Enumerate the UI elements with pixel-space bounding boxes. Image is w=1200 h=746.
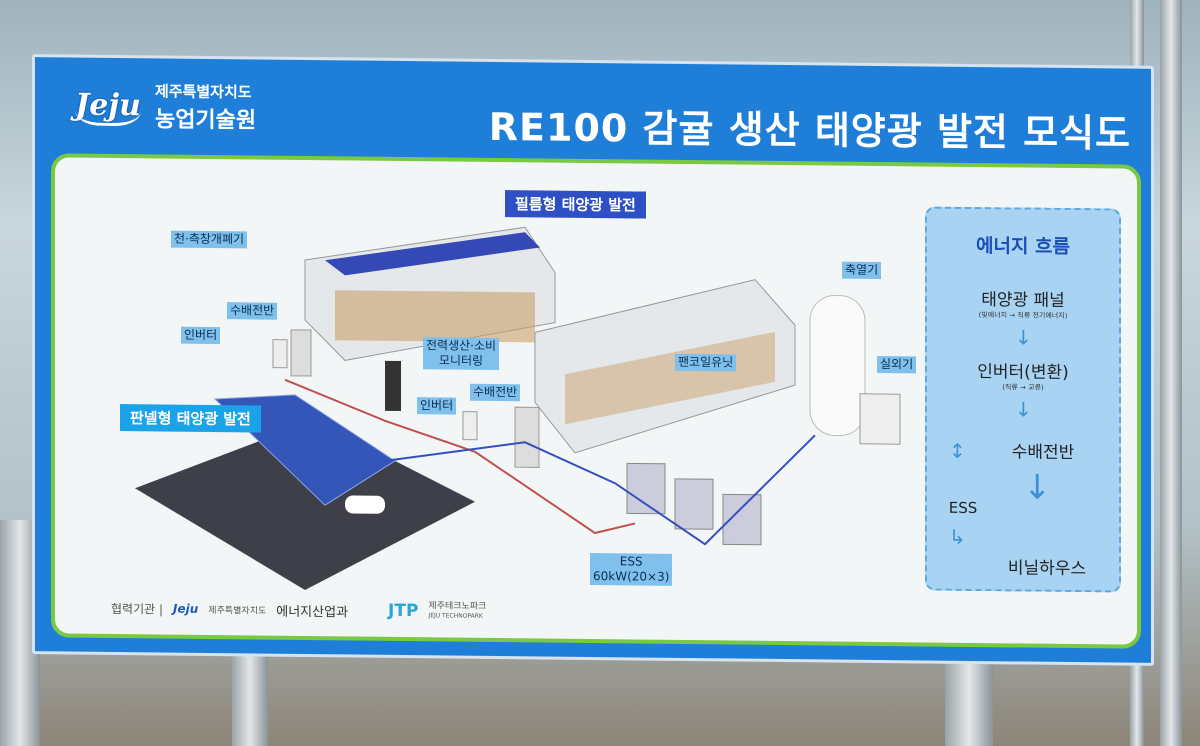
org-logo: Jeju 제주특별자치도 농업기술원 <box>75 80 256 135</box>
inverter-2 <box>462 411 478 441</box>
arrow-bidirectional-icon: ↕ <box>949 438 966 463</box>
partners-label: 협력기관 | <box>111 601 164 616</box>
switchboard-1 <box>290 329 312 377</box>
flow-step-switchboard: 수배전반 <box>1011 442 1075 464</box>
heat-storage-label: 축열기 <box>842 261 882 280</box>
signboard: Jeju 제주특별자치도 농업기술원 RE100 감귤 생산 태양광 발전 모식… <box>32 54 1154 666</box>
flow-step-label: 인버터(변환) <box>977 362 1069 383</box>
arrow-right-icon: ↳ <box>949 524 966 549</box>
ess-unit <box>674 478 714 530</box>
diagram-panel: 필름형 태양광 발전 판넬형 태양광 발전 천·측창개폐기 수배전반 인버터 전… <box>51 153 1141 649</box>
switchboard-label: 수배전반 <box>470 383 521 402</box>
inverter-1 <box>272 339 288 369</box>
switchboard-label: 수배전반 <box>227 302 278 320</box>
monitoring-label-line1: 전력생산·소비 <box>426 338 497 353</box>
arrow-down-icon: ↓ <box>1023 467 1052 508</box>
energy-flow-title: 에너지 흐름 <box>975 235 1070 258</box>
page-title: RE100 감귤 생산 태양광 발전 모식도 <box>488 104 1131 156</box>
ess-unit <box>722 493 762 546</box>
ess-label-line2: 60kW(20×3) <box>593 569 670 584</box>
flow-step-greenhouse: 비닐하우스 <box>1007 558 1087 580</box>
flow-step-note: (직류 → 교류) <box>1002 383 1044 392</box>
ess-unit <box>626 462 666 515</box>
car <box>345 495 385 514</box>
outdoor-unit-label: 실외기 <box>877 355 917 374</box>
panel-solar-label: 판넬형 태양광 발전 <box>120 404 261 433</box>
vent-label: 천·측창개폐기 <box>171 230 248 249</box>
heat-storage-tank <box>809 295 866 437</box>
flow-step-solar-panel: 태양광 패널(빛에너지 → 직류 전기에너지) <box>927 284 1119 321</box>
diagram-illustration <box>135 226 901 590</box>
flow-step-label: 태양광 패널 <box>981 290 1065 311</box>
monitoring-label-line2: 모니터링 <box>438 353 484 368</box>
flow-step-inverter: 인버터(변환)(직류 → 교류) <box>927 356 1119 393</box>
flow-step-note: (빛에너지 → 직류 전기에너지) <box>978 311 1068 320</box>
arrow-down-icon: ↓ <box>1015 397 1032 422</box>
power-line-ac <box>284 378 636 535</box>
film-solar-panel <box>325 232 540 276</box>
power-line-dc <box>384 434 816 546</box>
sign-post <box>232 650 268 746</box>
inverter-label: 인버터 <box>417 397 457 415</box>
film-solar-label: 필름형 태양광 발전 <box>505 190 646 219</box>
jeju-logo: Jeju <box>75 87 141 126</box>
partner-jtp-en: JEJU TECHNOPARK <box>428 612 483 620</box>
ess-label-line1: ESS <box>619 554 643 569</box>
energy-flow-box: 에너지 흐름 태양광 패널(빛에너지 → 직류 전기에너지) ↓ 인버터(변환)… <box>925 206 1121 593</box>
greenhouse-1-floor <box>335 290 535 343</box>
flow-step-ess: ESS <box>948 498 978 518</box>
inverter-label: 인버터 <box>181 326 221 345</box>
partner-jtp-logo: JTP <box>388 600 419 622</box>
partner-jeju-org: 제주특별자치도 <box>208 605 267 617</box>
fancoil-label: 팬코일유닛 <box>675 353 737 372</box>
outdoor-unit <box>859 393 901 445</box>
org-name-line2: 농업기술원 <box>154 107 257 134</box>
org-name-line1: 제주특별자치도 <box>154 82 252 102</box>
scaffold-pole <box>1160 0 1182 746</box>
partner-jtp-name: 제주테크노파크 <box>428 601 487 612</box>
arrow-down-icon: ↓ <box>1015 325 1032 350</box>
partner-jeju-logo: Jeju <box>173 601 199 616</box>
partner-jeju-dept: 에너지산업과 <box>276 604 349 620</box>
switchboard-2 <box>514 406 540 468</box>
monitor-panel <box>385 360 401 411</box>
